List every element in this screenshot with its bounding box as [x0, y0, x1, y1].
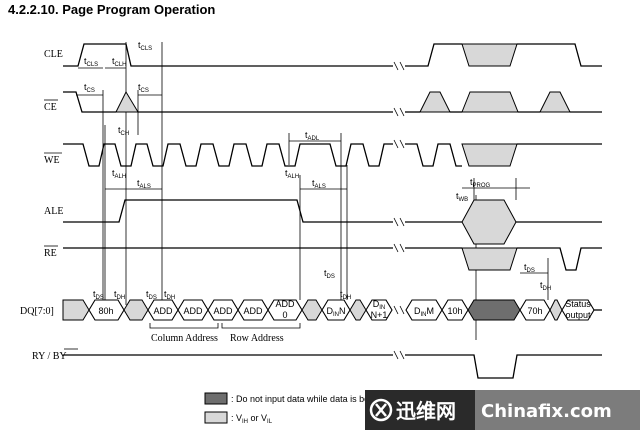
page-title: 4.2.2.10. Page Program Operation	[8, 2, 216, 17]
legend-dark-swatch	[204, 392, 228, 405]
ale-waveform	[63, 199, 602, 245]
svg-text:tALH: tALH	[285, 168, 299, 180]
bus-status-line1: Status	[565, 299, 591, 309]
group-row-address: Row Address	[230, 333, 284, 344]
we-waveform: tALH tALS tADL tALH tALS tPROG tWB	[63, 130, 602, 203]
svg-text:tCLH: tCLH	[112, 56, 127, 68]
signal-label-ale: ALE	[44, 206, 63, 217]
signal-label-rybsy: RY / BY	[32, 351, 67, 362]
svg-text:tDH: tDH	[540, 280, 551, 292]
watermark: 迅维网 Chinafix.com	[365, 390, 640, 430]
bus-status-line2: output	[565, 310, 591, 320]
bus-add-3: ADD	[213, 306, 233, 316]
svg-text:tCLS: tCLS	[138, 40, 152, 52]
svg-text:tDS: tDS	[93, 289, 104, 301]
svg-text:tCH: tCH	[118, 125, 129, 137]
signal-label-ce: CE	[44, 102, 57, 113]
svg-text:tCS: tCS	[138, 82, 149, 94]
svg-text:tDS: tDS	[524, 262, 535, 274]
svg-text:tDH: tDH	[114, 289, 125, 301]
legend-dark-text: : Do not input data while data is be	[231, 394, 369, 404]
svg-text:tDS: tDS	[324, 268, 335, 280]
svg-text:tALH: tALH	[112, 168, 126, 180]
watermark-en: Chinafix.com	[481, 401, 612, 422]
svg-text:tDS: tDS	[146, 289, 157, 301]
cle-waveform: tCLS tCLS tCLH	[63, 40, 602, 69]
bus-cmd-80h: 80h	[98, 306, 113, 316]
legend-light-text: : VIH or VIL	[231, 413, 273, 425]
watermark-logo-mark	[375, 403, 387, 417]
bus-cmd-70h: 70h	[527, 306, 542, 316]
rybsy-waveform	[63, 354, 602, 379]
svg-text:tDH: tDH	[164, 289, 175, 301]
signal-label-re: RE	[44, 248, 57, 259]
break-marks	[393, 61, 405, 360]
bus-din-m: DINM	[414, 306, 434, 318]
svg-text:tADL: tADL	[305, 130, 320, 142]
bus-din-n1-line2: N+1	[371, 310, 388, 320]
watermark-right-panel	[475, 390, 640, 430]
svg-text:tALS: tALS	[137, 178, 151, 190]
bus-add-2: ADD	[183, 306, 203, 316]
legend: : Do not input data while data is be : V…	[204, 392, 369, 425]
svg-text:tPROG: tPROG	[470, 177, 491, 189]
watermark-left-panel	[365, 390, 475, 430]
svg-text:tWB: tWB	[456, 191, 468, 203]
re-waveform: tDS	[63, 247, 602, 274]
svg-text:tCS: tCS	[84, 82, 95, 94]
svg-text:tCLS: tCLS	[84, 56, 98, 68]
watermark-logo-icon	[369, 398, 393, 422]
svg-text:tDH: tDH	[340, 289, 351, 301]
bus-add-0-line1: ADD	[275, 299, 295, 309]
dq-bus: tDS tDH tDS tDH tDS tDH tDH 80h ADD ADD …	[62, 268, 602, 344]
legend-light-swatch	[204, 411, 228, 424]
signal-label-cle: CLE	[44, 49, 63, 60]
signal-label-we: WE	[44, 155, 60, 166]
group-column-address: Column Address	[151, 333, 218, 344]
bus-din-n: DINN	[327, 306, 346, 318]
signal-label-dq: DQ[7:0]	[20, 306, 54, 317]
watermark-cn: 迅维网	[396, 399, 456, 423]
bus-cmd-10h: 10h	[447, 306, 462, 316]
bus-add-4: ADD	[243, 306, 263, 316]
ce-waveform: tCS tCS tCH	[63, 82, 602, 137]
bus-add-0-line2: 0	[282, 310, 287, 320]
bus-add-1: ADD	[153, 306, 173, 316]
svg-text:tALS: tALS	[312, 178, 326, 190]
bus-din-n1-line1: DIN	[373, 299, 386, 311]
